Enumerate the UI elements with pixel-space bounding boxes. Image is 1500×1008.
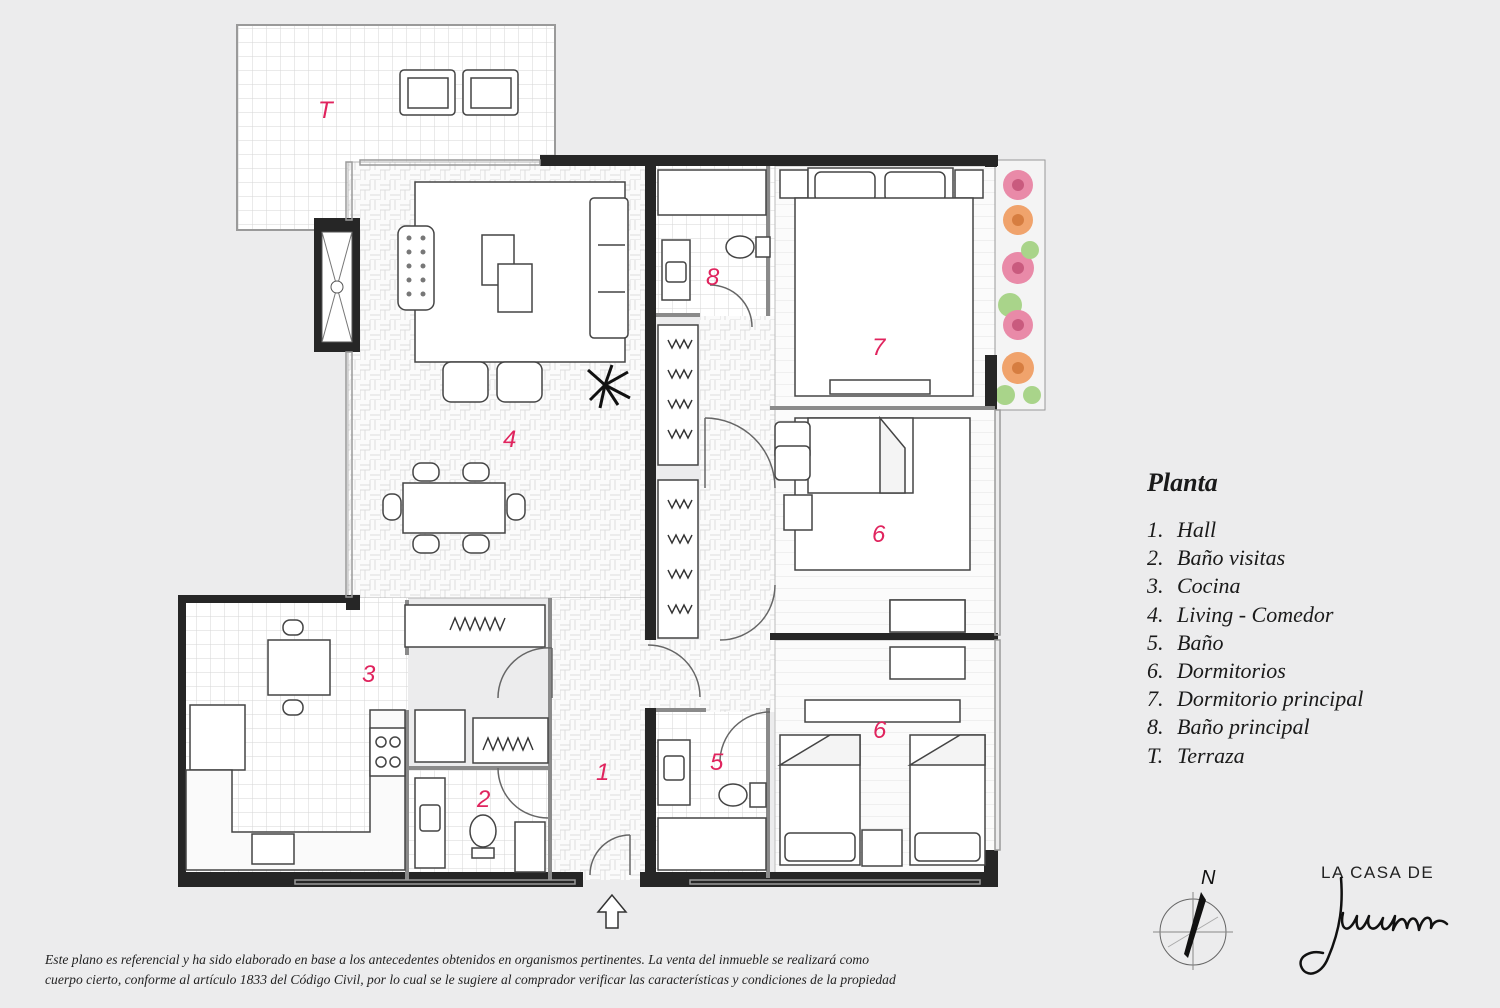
brand-top-text: LA CASA DE	[1321, 863, 1435, 882]
living-furniture	[397, 181, 629, 403]
room-label-main-bath: 8	[706, 264, 720, 291]
svg-text:N: N	[1201, 867, 1216, 889]
bedroom-bed-b	[777, 699, 986, 867]
room-label-master-bedroom: 7	[872, 334, 887, 361]
room-label-living: 4	[503, 426, 516, 453]
dining-table	[382, 462, 526, 554]
compass-icon: N	[1153, 867, 1233, 970]
brand-logo: LA CASA DE	[1283, 858, 1483, 1008]
room-label-terrace: T	[318, 97, 335, 124]
windows	[294, 159, 1001, 885]
entrance-arrow-icon	[596, 893, 628, 929]
legend-title: Planta	[1147, 468, 1218, 497]
legend-item: 7.Dormitorio principal	[1147, 686, 1364, 712]
legend-item: 3.Cocina	[1147, 573, 1241, 599]
room-label-bedroom-b: 6	[873, 717, 887, 744]
legend-item: 4.Living - Comedor	[1147, 601, 1334, 627]
room-label-bedroom-a: 6	[872, 521, 886, 548]
speaker-grid	[406, 235, 426, 297]
legend-item: 5.Baño	[1147, 629, 1224, 655]
closet-hangers	[449, 338, 693, 752]
legend-item: 1.Hall	[1147, 517, 1217, 542]
corridor-floor-2	[648, 640, 776, 712]
legend-item: 2.Baño visitas	[1147, 545, 1286, 571]
legend: Planta 1.Hall 2.Baño visitas 3.Cocina 4.…	[1147, 468, 1363, 770]
master-bed	[779, 167, 984, 397]
flowers	[995, 170, 1041, 405]
legend-item: 8.Baño principal	[1147, 714, 1310, 740]
plant	[587, 364, 631, 409]
guest-bath-fixtures	[414, 777, 546, 873]
main-bath-fixtures	[657, 169, 771, 301]
room-label-kitchen: 3	[362, 661, 376, 688]
legend-item: 6.Dormitorios	[1147, 657, 1286, 683]
disclaimer-line: Este plano es referencial y ha sido elab…	[45, 952, 870, 967]
disclaimer: Este plano es referencial y ha sido elab…	[45, 950, 1085, 990]
room-label-guest-bath: 2	[476, 786, 490, 813]
room-label-bath: 5	[710, 749, 724, 776]
bedroom-bed-a	[774, 415, 971, 633]
room-label-hall: 1	[596, 759, 609, 786]
kitchen-furniture	[185, 619, 466, 871]
bath-fixtures	[657, 739, 767, 871]
legend-item: T.Terraza	[1147, 742, 1245, 768]
legend-list: 1.Hall 2.Baño visitas 3.Cocina 4.Living …	[1147, 516, 1363, 770]
hall-floor	[550, 598, 648, 880]
terrace-armchair	[399, 69, 519, 116]
disclaimer-line: cuerpo cierto, conforme al artículo 1833…	[45, 972, 896, 987]
corridor-floor	[700, 315, 775, 645]
doors	[497, 284, 776, 876]
